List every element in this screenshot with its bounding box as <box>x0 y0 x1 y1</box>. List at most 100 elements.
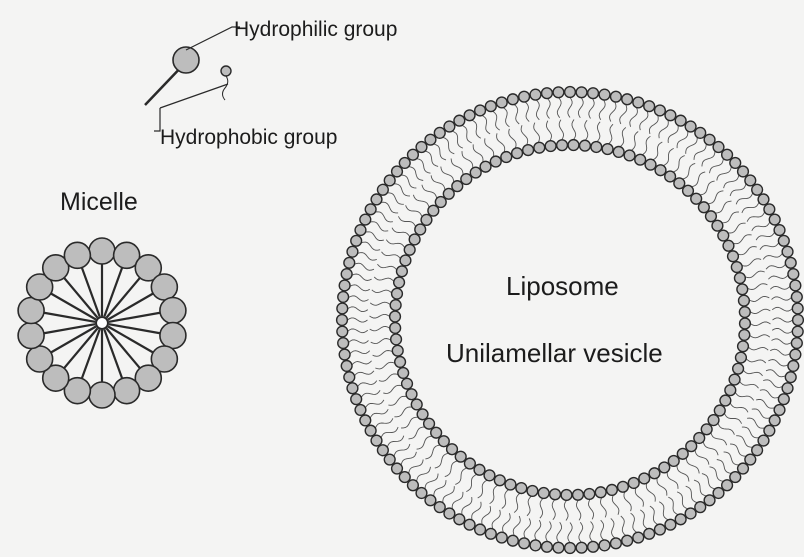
inner-headgroup <box>728 251 739 262</box>
outer-headgroup <box>496 532 507 543</box>
outer-leaflet-tail <box>770 349 790 355</box>
outer-leaflet-tail <box>599 100 605 120</box>
inner-leaflet-tail <box>703 442 718 456</box>
outer-headgroup <box>434 502 445 513</box>
outer-headgroup <box>769 415 780 426</box>
inner-leaflet-tail <box>373 351 393 357</box>
outer-headgroup <box>496 97 507 108</box>
outer-leaflet-tail <box>620 105 627 125</box>
outer-headgroup <box>722 480 733 491</box>
inner-headgroup <box>739 330 750 341</box>
inner-leaflet-tail <box>462 151 473 168</box>
outer-leaflet-tail <box>710 467 724 482</box>
outer-leaflet-tail <box>768 360 788 367</box>
inner-headgroup <box>694 433 705 444</box>
outer-leaflet-tail <box>601 520 604 540</box>
outer-leaflet-tail <box>365 232 384 241</box>
inner-headgroup <box>737 284 748 295</box>
inner-headgroup <box>512 148 523 159</box>
inner-headgroup <box>484 470 495 481</box>
inner-leaflet-tail <box>502 490 509 509</box>
outer-headgroup <box>365 204 376 215</box>
micelle <box>18 238 186 408</box>
outer-headgroup <box>730 158 741 169</box>
outer-headgroup <box>425 134 436 145</box>
inner-leaflet-tail <box>534 123 540 143</box>
inner-headgroup <box>729 374 740 385</box>
outer-leaflet-tail <box>365 400 384 408</box>
micelle-head <box>18 323 44 349</box>
outer-headgroup <box>790 349 801 360</box>
inner-leaflet-tail <box>370 302 390 305</box>
inner-headgroup <box>628 478 639 489</box>
outer-leaflet-tail <box>724 452 739 465</box>
inner-headgroup <box>738 341 749 352</box>
outer-headgroup <box>371 435 382 446</box>
inner-leaflet-tail <box>374 277 394 281</box>
inner-leaflet-tail <box>413 195 429 208</box>
outer-headgroup <box>782 383 793 394</box>
outer-leaflet-tail <box>772 328 792 333</box>
outer-leaflet-tail <box>694 144 706 160</box>
inner-headgroup <box>480 161 491 172</box>
outer-headgroup <box>519 91 530 102</box>
inner-leaflet-tail <box>624 492 631 511</box>
outer-headgroup <box>530 540 541 551</box>
outer-headgroup <box>785 372 796 383</box>
outer-headgroup <box>610 538 621 549</box>
inner-leaflet-tail <box>527 496 531 516</box>
inner-leaflet-tail <box>631 132 638 151</box>
outer-leaflet-tail <box>763 253 782 259</box>
outer-headgroup <box>530 89 541 100</box>
inner-headgroup <box>438 436 449 447</box>
outer-leaflet-tail <box>443 486 455 503</box>
outer-leaflet-tail <box>417 467 431 482</box>
inner-headgroup <box>665 171 676 182</box>
inner-headgroup <box>397 266 408 277</box>
micelle-head <box>160 323 186 349</box>
outer-leaflet-tail <box>452 131 463 148</box>
inner-leaflet-tail <box>692 172 706 187</box>
inner-leaflet-tail <box>490 485 498 503</box>
outer-headgroup <box>392 166 403 177</box>
outer-leaflet-tail <box>536 100 539 120</box>
inner-headgroup <box>602 144 613 155</box>
hydrophobic-group-label: Hydrophobic group <box>160 126 337 150</box>
outer-headgroup <box>338 292 349 303</box>
outer-leaflet-tail <box>590 522 593 542</box>
outer-headgroup <box>655 105 666 116</box>
outer-leaflet-tail <box>394 444 410 456</box>
outer-leaflet-tail <box>434 480 446 496</box>
outer-leaflet-tail <box>610 102 617 122</box>
outer-headgroup <box>384 175 395 186</box>
outer-leaflet-tail <box>493 111 500 130</box>
inner-leaflet-tail <box>497 133 505 152</box>
micelle-head <box>114 378 140 404</box>
outer-headgroup <box>337 315 348 326</box>
outer-leaflet-tail <box>358 253 377 261</box>
outer-leaflet-tail <box>546 522 551 542</box>
inner-leaflet-tail <box>738 247 757 255</box>
outer-leaflet-tail <box>352 274 372 281</box>
inner-headgroup <box>404 244 415 255</box>
micelle-head <box>64 242 90 268</box>
outer-headgroup <box>416 488 427 499</box>
outer-headgroup <box>365 425 376 436</box>
outer-headgroup <box>704 495 715 506</box>
outer-headgroup <box>542 88 553 99</box>
inner-headgroup <box>618 481 629 492</box>
inner-leaflet-tail <box>372 290 392 293</box>
outer-headgroup <box>774 225 785 236</box>
outer-headgroup <box>738 166 749 177</box>
outer-leaflet-tail <box>736 436 753 448</box>
inner-headgroup <box>417 409 428 420</box>
outer-headgroup <box>782 246 793 257</box>
outer-leaflet-tail <box>472 502 481 520</box>
outer-leaflet-tail <box>547 99 550 119</box>
inner-headgroup <box>668 456 679 467</box>
outer-leaflet-tail <box>355 263 375 270</box>
outer-headgroup <box>344 257 355 268</box>
inner-headgroup <box>561 490 572 501</box>
inner-leaflet-tail <box>724 413 741 423</box>
